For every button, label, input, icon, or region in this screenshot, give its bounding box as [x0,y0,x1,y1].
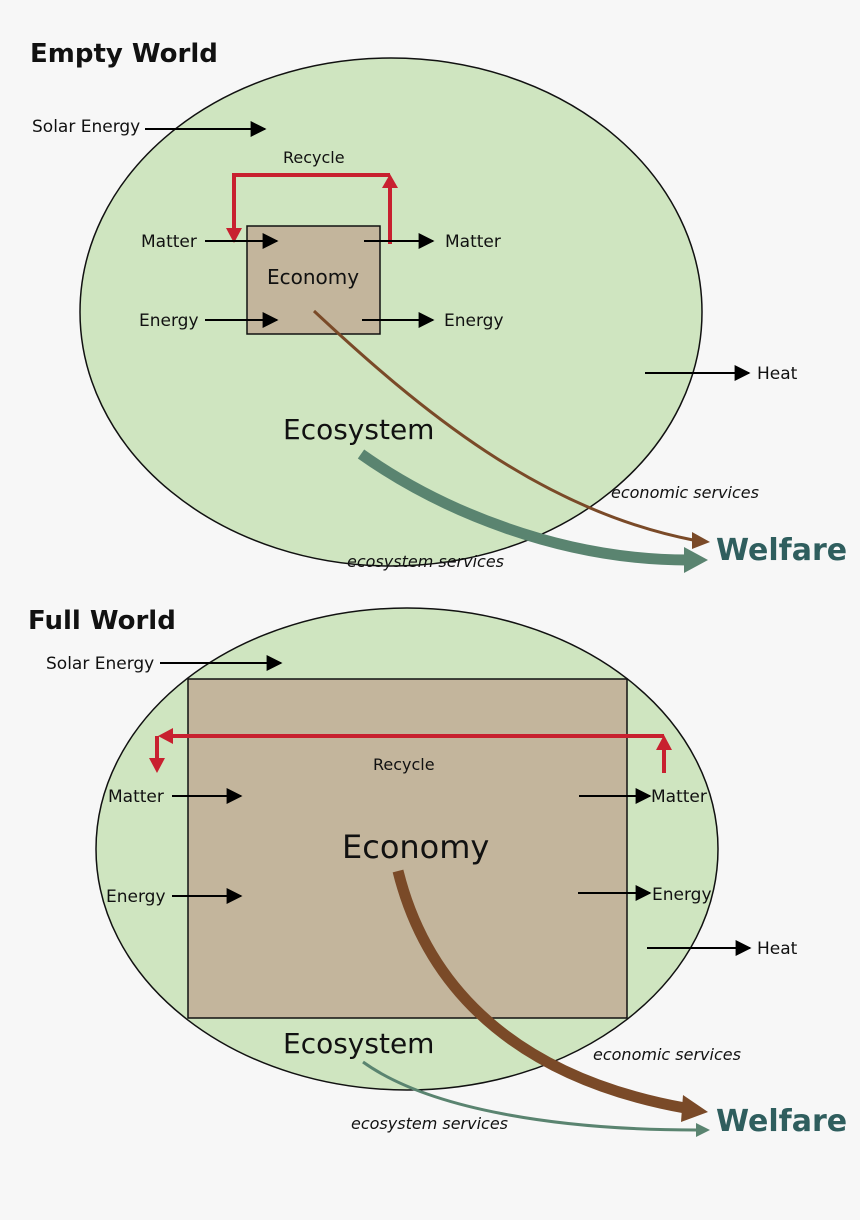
full-world-recycle-down-arrowhead [149,758,165,773]
empty-world-economy-label: Economy [267,265,359,289]
empty-world-welfare-label: Welfare [716,533,847,568]
empty-world-ecosystem-services-label: ecosystem services [347,552,504,571]
empty-world-heat-label: Heat [757,364,798,384]
full-world-ecosystem-services-arrow [362,1060,698,1132]
full-world-economic-services-label: economic services [593,1045,741,1064]
empty-world-energy-in-label: Energy [139,311,199,331]
full-world-energy-in-label: Energy [106,887,166,907]
full-world-economic-services-arrow [392,869,686,1114]
empty-world-economic-services-label: economic services [611,483,759,502]
empty-world-recycle-up-arrowhead [382,174,398,188]
empty-world-recycle-top [232,173,390,229]
empty-world-title: Empty World [30,39,218,69]
full-world-matter-out-label: Matter [651,787,707,807]
full-world-ecosystem-label: Ecosystem [283,1027,434,1060]
empty-world-energy-out-label: Energy [444,311,504,331]
full-world-solar-energy-label: Solar Energy [46,654,154,674]
full-world-ecosystem-services-arrowhead [696,1123,710,1137]
full-world-economy-label: Economy [342,828,489,866]
empty-world-solar-energy-label: Solar Energy [32,117,140,137]
full-world-section: Full World Solar Energy Recycle Matter M… [28,606,847,1139]
full-world-energy-out-label: Energy [652,885,712,905]
full-world-welfare-label: Welfare [716,1104,847,1139]
full-world-recycle-left-arrowhead [158,728,173,744]
empty-world-economic-services-arrow [312,309,694,542]
full-world-recycle-up-arrowhead [656,735,672,750]
empty-world-ecosystem-services-arrowhead [684,547,708,573]
full-world-matter-in-label: Matter [108,787,164,807]
empty-world-matter-out-label: Matter [445,232,501,252]
empty-world-ecosystem-services-arrow [357,449,689,566]
full-world-economic-services-arrowhead [681,1095,708,1122]
empty-world-matter-in-label: Matter [141,232,197,252]
empty-world-ecosystem-label: Ecosystem [283,413,434,446]
empty-world-economic-services-arrowhead [692,532,710,549]
full-world-recycle-label: Recycle [373,755,435,774]
empty-world-section: Empty World Solar Energy Recycle Matter … [30,39,847,573]
empty-world-recycle-down-arrowhead [226,228,242,243]
empty-world-recycle-label: Recycle [283,148,345,167]
full-world-title: Full World [28,606,176,636]
full-world-ecosystem-services-label: ecosystem services [351,1114,508,1133]
full-world-heat-label: Heat [757,939,798,959]
